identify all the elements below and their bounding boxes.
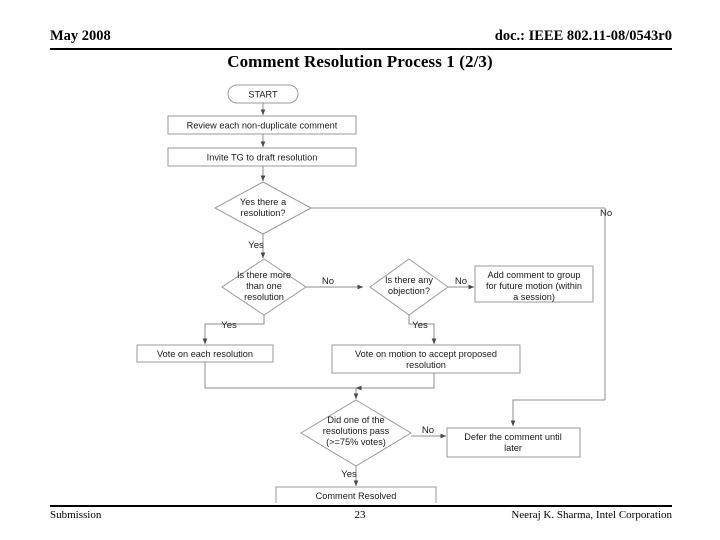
slide-header: May 2008 doc.: IEEE 802.11-08/0543r0 — [50, 28, 672, 54]
defer-comment-line2: later — [504, 443, 522, 453]
footer-submission-label: Submission — [50, 509, 102, 521]
vote-each-resolution-label: Vote on each resolution — [157, 349, 253, 359]
header-divider — [50, 48, 672, 50]
decision-is-there-resolution-line1: Yes there a — [240, 197, 287, 207]
defer-comment-box — [446, 427, 581, 458]
label-yes-pass: Yes — [341, 469, 357, 480]
decision-resolutions-pass-line3: (>=75% votes) — [326, 437, 386, 447]
add-comment-line2: for future motion (within — [486, 281, 582, 291]
comment-resolved-box — [275, 486, 437, 503]
label-no-top-right: No — [600, 208, 612, 219]
page-title: Comment Resolution Process 1 (2/3) — [227, 52, 493, 71]
review-comments-label: Review each non-duplicate comment — [187, 121, 338, 131]
footer-author: Neeraj K. Sharma, Intel Corporation — [511, 509, 672, 521]
connector-right-rail-to-defer — [510, 399, 605, 427]
defer-comment-line1: Defer the comment until — [464, 432, 562, 442]
add-comment-box — [474, 265, 594, 303]
connector-vote-motion-down — [355, 373, 435, 391]
connector-more-than-one-yes — [202, 315, 265, 345]
start-node-label: START — [248, 90, 278, 100]
comment-resolved-label: Comment Resolved — [316, 491, 397, 501]
header-date: May 2008 — [50, 28, 111, 44]
review-comments-box — [167, 115, 357, 135]
decision-any-objection-line2: objection? — [388, 286, 430, 296]
connector-vote-each-down — [204, 362, 356, 389]
invite-tg-box — [167, 147, 357, 167]
footer-page-number: 23 — [354, 509, 366, 521]
footer-divider — [50, 505, 672, 507]
decision-more-than-one-line2: than one — [246, 281, 282, 291]
label-yes-objection: Yes — [412, 320, 428, 331]
decision-is-there-resolution-line2: resolution? — [241, 208, 286, 218]
invite-tg-label: Invite TG to draft resolution — [207, 153, 318, 163]
header-document-number: doc.: IEEE 802.11-08/0543r0 — [494, 28, 672, 44]
decision-any-objection-line1: Is there any — [385, 275, 433, 285]
label-no-pass: No — [422, 425, 434, 436]
add-comment-line1: Add comment to group — [488, 270, 581, 280]
decision-more-than-one-line1: Is there more — [237, 270, 291, 280]
label-no-objection: No — [455, 276, 467, 287]
connector-objection-yes — [408, 315, 437, 345]
decision-resolutions-pass-line1: Did one of the — [327, 415, 384, 425]
flowchart-diagram: START Review each non-duplicate comment … — [0, 78, 720, 503]
vote-motion-line2: resolution — [406, 360, 446, 370]
label-yes-more-than-one: Yes — [221, 320, 237, 331]
add-comment-line3: a session) — [513, 292, 555, 302]
vote-motion-line1: Vote on motion to accept proposed — [355, 349, 497, 359]
vote-motion-box — [331, 344, 521, 374]
decision-more-than-one-line3: resolution — [244, 292, 284, 302]
label-no-more-than-one: No — [322, 276, 334, 287]
label-yes-after-resolution: Yes — [248, 240, 264, 251]
decision-resolutions-pass-line2: resolutions pass — [323, 426, 390, 436]
